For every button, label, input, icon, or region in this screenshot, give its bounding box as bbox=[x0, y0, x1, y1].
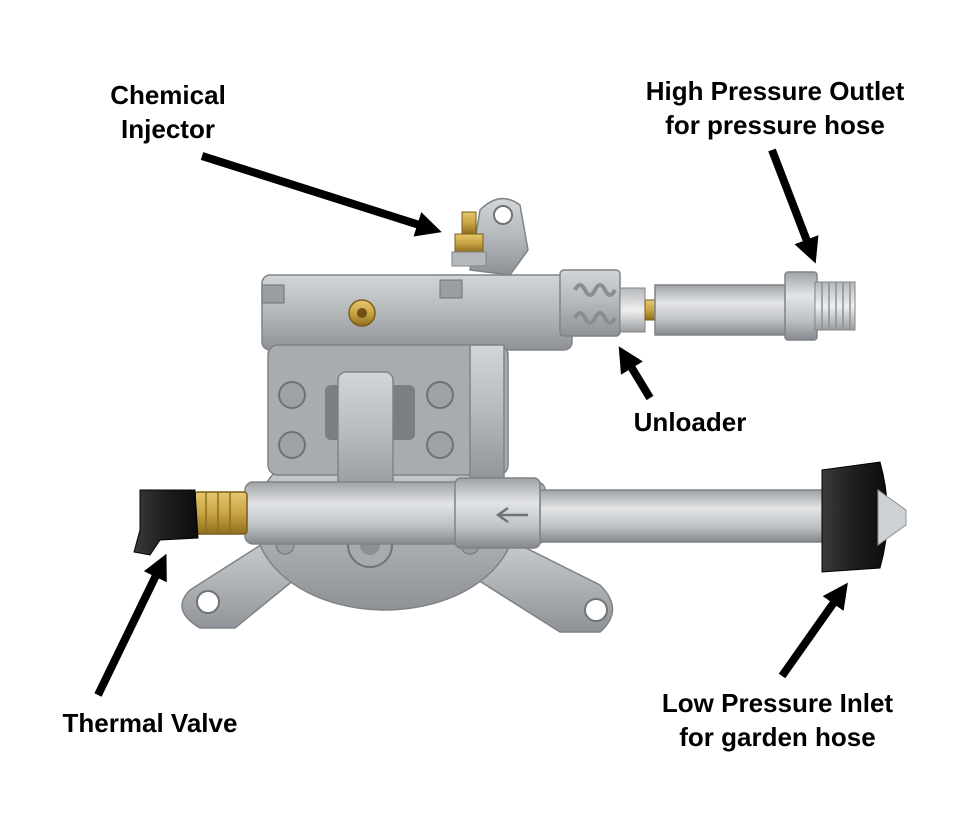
label-text: Unloader bbox=[633, 407, 747, 437]
unloader-spring bbox=[573, 283, 617, 325]
label-high-pressure-outlet: High Pressure Outlet for pressure hose bbox=[630, 74, 920, 142]
label-chemical-injector: Chemical Injector bbox=[88, 78, 248, 146]
label-text: High Pressure Outlet bbox=[645, 76, 905, 106]
arrow-unloader bbox=[618, 346, 654, 401]
label-low-pressure-inlet: Low Pressure Inlet for garden hose bbox=[640, 686, 915, 754]
mount-hole-left bbox=[196, 590, 220, 614]
label-text: Chemical bbox=[110, 80, 226, 110]
low-pressure-inlet-pipe bbox=[244, 477, 826, 549]
label-text: for pressure hose bbox=[665, 110, 885, 140]
callout-arrows bbox=[94, 148, 848, 697]
label-text: Low Pressure Inlet bbox=[661, 688, 894, 718]
manifold-body bbox=[261, 197, 573, 508]
arrow-high-pressure-outlet bbox=[768, 148, 819, 264]
thermal-valve-fitting bbox=[133, 489, 248, 556]
label-text: Injector bbox=[121, 114, 215, 144]
arrow-chemical-injector bbox=[200, 152, 442, 237]
arrow-thermal-valve bbox=[94, 553, 167, 697]
label-text: for garden hose bbox=[679, 722, 876, 752]
label-text: Thermal Valve bbox=[62, 708, 238, 738]
flow-direction-arrow bbox=[495, 506, 528, 524]
arrow-low-pressure-inlet bbox=[778, 582, 848, 679]
garden-hose-coupler bbox=[821, 461, 907, 573]
label-unloader: Unloader bbox=[620, 405, 760, 439]
mount-hole-right bbox=[584, 598, 608, 622]
label-thermal-valve: Thermal Valve bbox=[40, 706, 260, 740]
high-pressure-outlet-fitting bbox=[654, 271, 856, 341]
unloader-assembly bbox=[559, 269, 658, 337]
chemical-injector-fitting bbox=[451, 211, 487, 267]
